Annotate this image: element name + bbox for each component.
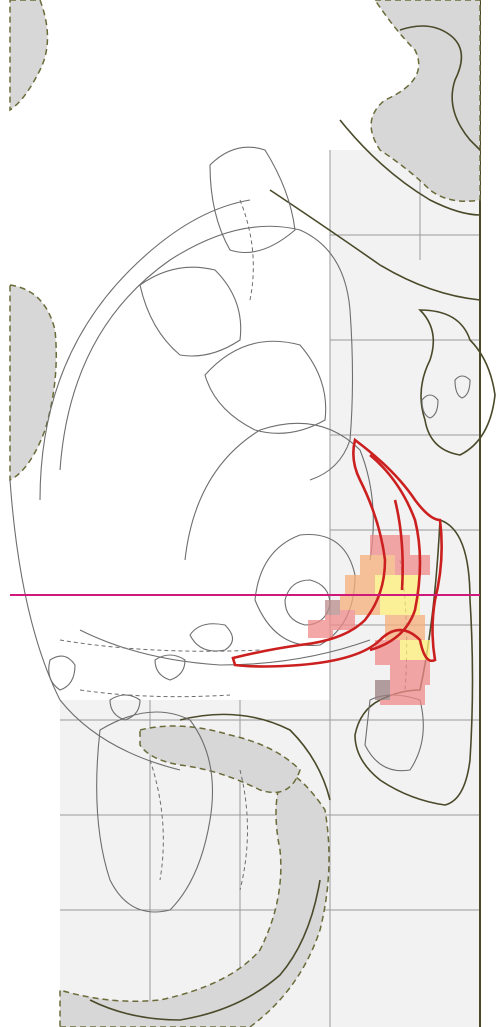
structure-block-upper	[210, 147, 295, 252]
structure-block-mid	[140, 267, 241, 356]
structure-small-oval-1	[190, 624, 233, 651]
structure-block-right	[205, 341, 326, 433]
heatmap-cell-low	[395, 555, 430, 575]
heatmap-cell-low	[370, 535, 410, 555]
shaded-region-top-left	[10, 0, 48, 110]
dashed-division	[240, 200, 253, 300]
dashed-division	[80, 690, 230, 697]
heatmap-cell-low	[390, 660, 430, 685]
structure-inner-circle	[285, 580, 330, 625]
heatmap-cell-mid	[360, 555, 395, 575]
heatmap-cell-mid	[345, 575, 375, 595]
heatmap-cell-dark	[375, 680, 390, 700]
heatmap-cell-low	[308, 620, 333, 638]
structure-large-lobe	[60, 226, 353, 480]
heatmap-cell-dark	[325, 600, 340, 615]
shaded-region-left	[10, 285, 56, 480]
structure-outer-arc	[40, 200, 250, 500]
